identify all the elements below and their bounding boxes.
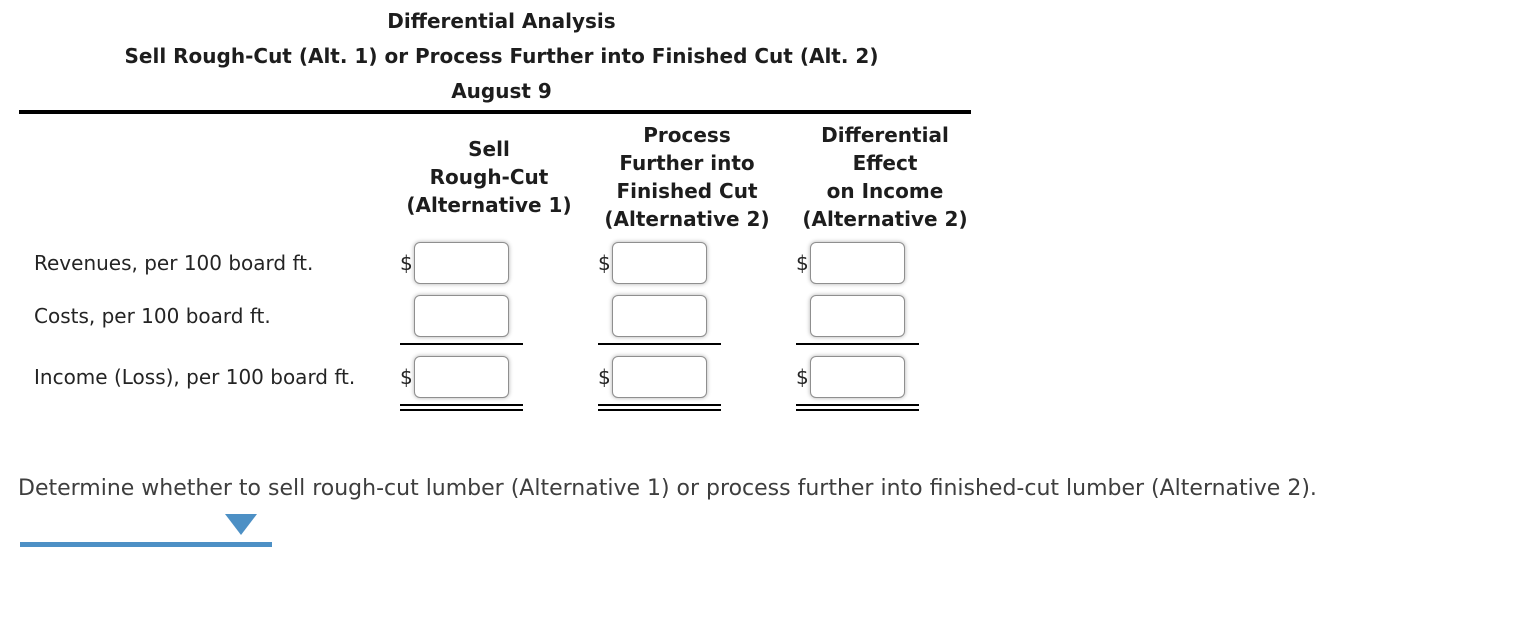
total-double-rule [796,404,919,411]
cell-costs-alt2 [588,286,786,347]
revenues-differential-input[interactable] [810,242,905,284]
income-alt1-input[interactable] [414,356,509,398]
row-label-income-loss: Income (Loss), per 100 board ft. [34,365,356,389]
column-header-alt1: Sell Rough-Cut (Alternative 1) [390,121,588,233]
title-block: Differential Analysis Sell Rough-Cut (Al… [19,4,984,109]
total-double-rule [400,404,523,411]
input-group: $ [400,242,588,284]
currency-symbol: $ [796,251,809,275]
input-group: $ [796,356,984,398]
header-rule [19,110,971,114]
analysis-grid: Sell Rough-Cut (Alternative 1) Process F… [19,121,984,411]
column-header-differential-label: Differential Effect on Income (Alternati… [802,123,968,231]
row-label-revenues: Revenues, per 100 board ft. [34,251,314,275]
cell-revenues-differential: $ [786,233,984,286]
subtotal-rule [400,343,523,345]
income-differential-input[interactable] [810,356,905,398]
cell-costs-differential [786,286,984,347]
column-header-alt2: Process Further into Finished Cut (Alter… [588,121,786,233]
input-group [400,295,588,337]
input-group [796,295,984,337]
header-spacer [19,121,390,233]
cell-revenues-alt2: $ [588,233,786,286]
analysis-title: Differential Analysis [387,9,616,33]
subtotal-rule [796,343,919,345]
cell-income-differential: $ [786,347,984,411]
cell-income-alt1: $ [390,347,588,411]
total-double-rule [598,404,721,411]
input-group: $ [598,242,786,284]
income-alt2-input[interactable] [612,356,707,398]
cell-income-alt2: $ [588,347,786,411]
differential-analysis-table: Differential Analysis Sell Rough-Cut (Al… [19,0,984,411]
costs-differential-input[interactable] [810,295,905,337]
currency-symbol: $ [598,251,611,275]
decision-select[interactable] [20,514,272,547]
column-header-differential: Differential Effect on Income (Alternati… [786,121,984,233]
dropdown-arrow-icon [225,514,257,535]
revenues-alt1-input[interactable] [414,242,509,284]
analysis-date: August 9 [451,79,552,103]
row-label-costs: Costs, per 100 board ft. [34,304,271,328]
currency-symbol: $ [598,365,611,389]
subtotal-rule [598,343,721,345]
column-header-alt1-label: Sell Rough-Cut (Alternative 1) [406,137,572,217]
revenues-alt2-input[interactable] [612,242,707,284]
input-group: $ [400,356,588,398]
currency-symbol: $ [400,251,413,275]
costs-alt1-input[interactable] [414,295,509,337]
input-group: $ [598,356,786,398]
question-text: Determine whether to sell rough-cut lumb… [18,476,1317,501]
currency-symbol: $ [796,365,809,389]
cell-revenues-alt1: $ [390,233,588,286]
cell-costs-alt1 [390,286,588,347]
analysis-subtitle: Sell Rough-Cut (Alt. 1) or Process Furth… [124,44,879,68]
input-group [598,295,786,337]
currency-symbol: $ [400,365,413,389]
input-group: $ [796,242,984,284]
costs-alt2-input[interactable] [612,295,707,337]
column-header-alt2-label: Process Further into Finished Cut (Alter… [604,123,770,231]
